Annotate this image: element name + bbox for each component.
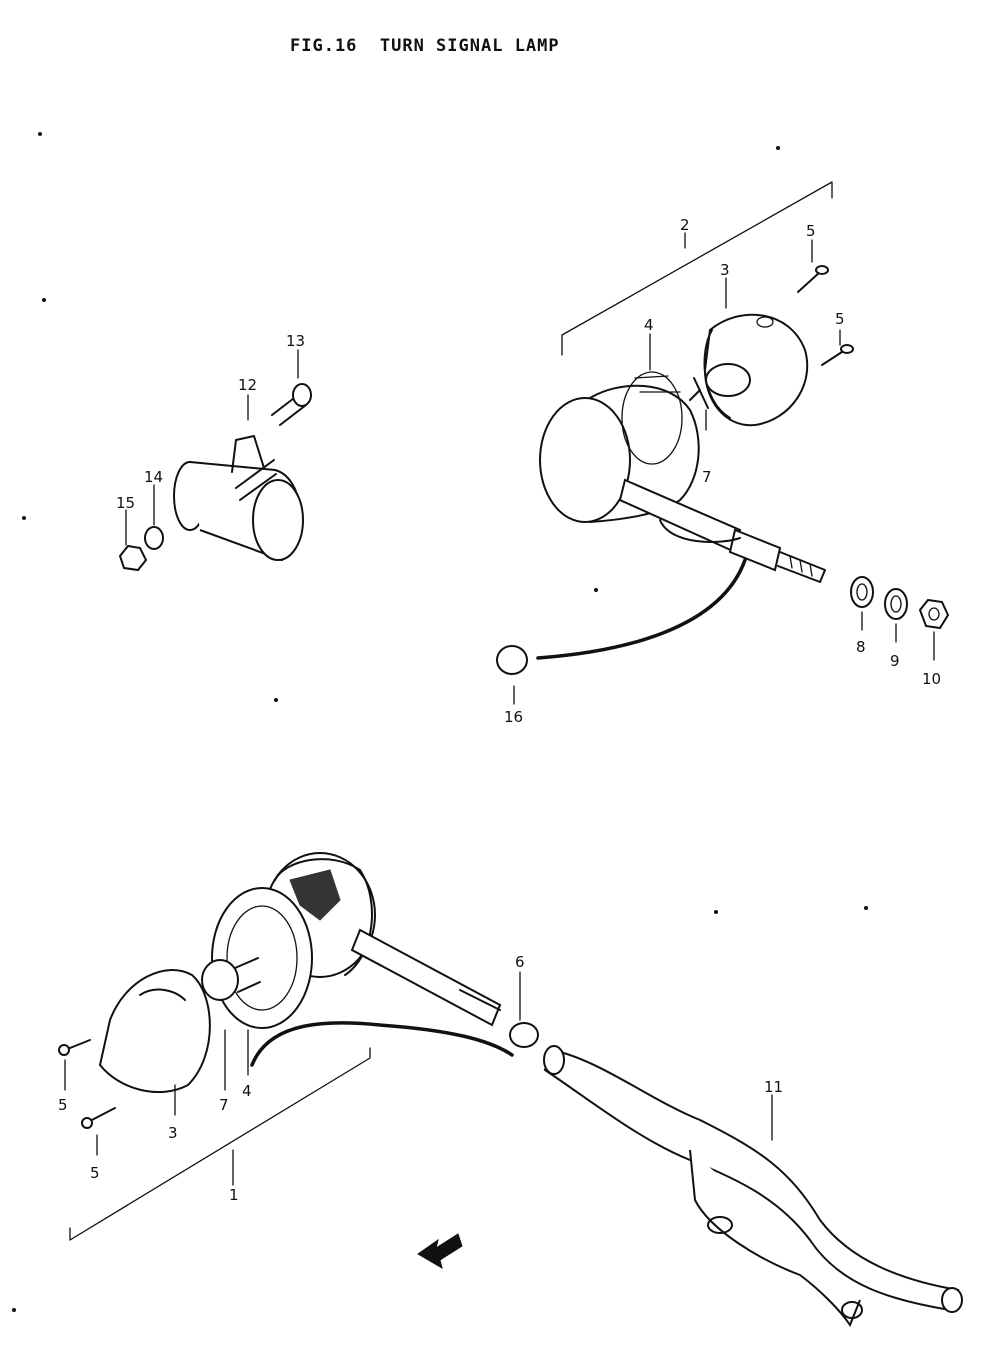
callout-13: 13 bbox=[286, 332, 305, 350]
bulb-upper bbox=[689, 363, 751, 409]
callout-5-upper-2: 5 bbox=[835, 310, 845, 328]
lamp-housing-upper bbox=[539, 371, 700, 523]
nut-10 bbox=[918, 598, 950, 630]
callout-3-upper: 3 bbox=[720, 261, 730, 279]
callout-7-upper: 7 bbox=[702, 468, 712, 486]
screw-lower-2 bbox=[81, 1107, 116, 1129]
assembly-bracket-1 bbox=[69, 1047, 371, 1241]
callout-9: 9 bbox=[890, 652, 900, 670]
washer-14 bbox=[144, 526, 164, 550]
nut-15 bbox=[118, 544, 148, 572]
washer-9 bbox=[884, 588, 908, 620]
leader-lines bbox=[64, 232, 935, 1186]
screw-upper-1 bbox=[797, 265, 829, 293]
lamp-lens-upper bbox=[703, 313, 809, 427]
callout-3-lower: 3 bbox=[168, 1124, 178, 1142]
callout-16: 16 bbox=[504, 708, 523, 726]
callout-1: 1 bbox=[229, 1186, 239, 1204]
callout-5-lower-1: 5 bbox=[58, 1096, 68, 1114]
screw-lower-1 bbox=[58, 1039, 91, 1056]
callout-2: 2 bbox=[680, 216, 690, 234]
assembly-bracket-2 bbox=[561, 181, 833, 356]
lamp-lens-lower bbox=[98, 969, 211, 1093]
callout-10: 10 bbox=[922, 670, 941, 688]
callout-5-lower-2: 5 bbox=[90, 1164, 100, 1182]
callout-7-lower: 7 bbox=[219, 1096, 229, 1114]
scan-specks bbox=[12, 132, 868, 1312]
callout-6: 6 bbox=[515, 953, 525, 971]
callout-4-lower: 4 bbox=[242, 1082, 252, 1100]
washer-8 bbox=[850, 576, 874, 608]
arrow-left-icon bbox=[417, 1233, 463, 1270]
callout-8: 8 bbox=[856, 638, 866, 656]
callout-11: 11 bbox=[764, 1078, 783, 1096]
figure-title: FIG.16 TURN SIGNAL LAMP bbox=[290, 36, 560, 56]
callout-12: 12 bbox=[238, 376, 257, 394]
callout-15: 15 bbox=[116, 494, 135, 512]
lamp-mount-12 bbox=[173, 435, 304, 562]
callout-14: 14 bbox=[144, 468, 163, 486]
stem-upper bbox=[618, 478, 826, 583]
callout-5-upper-1: 5 bbox=[806, 222, 816, 240]
grommet-6 bbox=[509, 1022, 539, 1048]
screw-upper-2 bbox=[821, 344, 854, 366]
lamp-ring-lower bbox=[211, 887, 313, 1029]
mounting-arm-11 bbox=[543, 1045, 963, 1328]
callout-4-upper: 4 bbox=[644, 316, 654, 334]
bolt-13 bbox=[271, 383, 312, 426]
bulb-lower bbox=[201, 957, 261, 1001]
wire-lower bbox=[250, 1021, 514, 1067]
grommet-16 bbox=[496, 645, 528, 675]
wire-upper bbox=[536, 519, 747, 660]
callout-labels: 2 3 5 5 4 7 13 12 14 15 16 8 9 10 6 5 5 … bbox=[58, 216, 941, 1204]
